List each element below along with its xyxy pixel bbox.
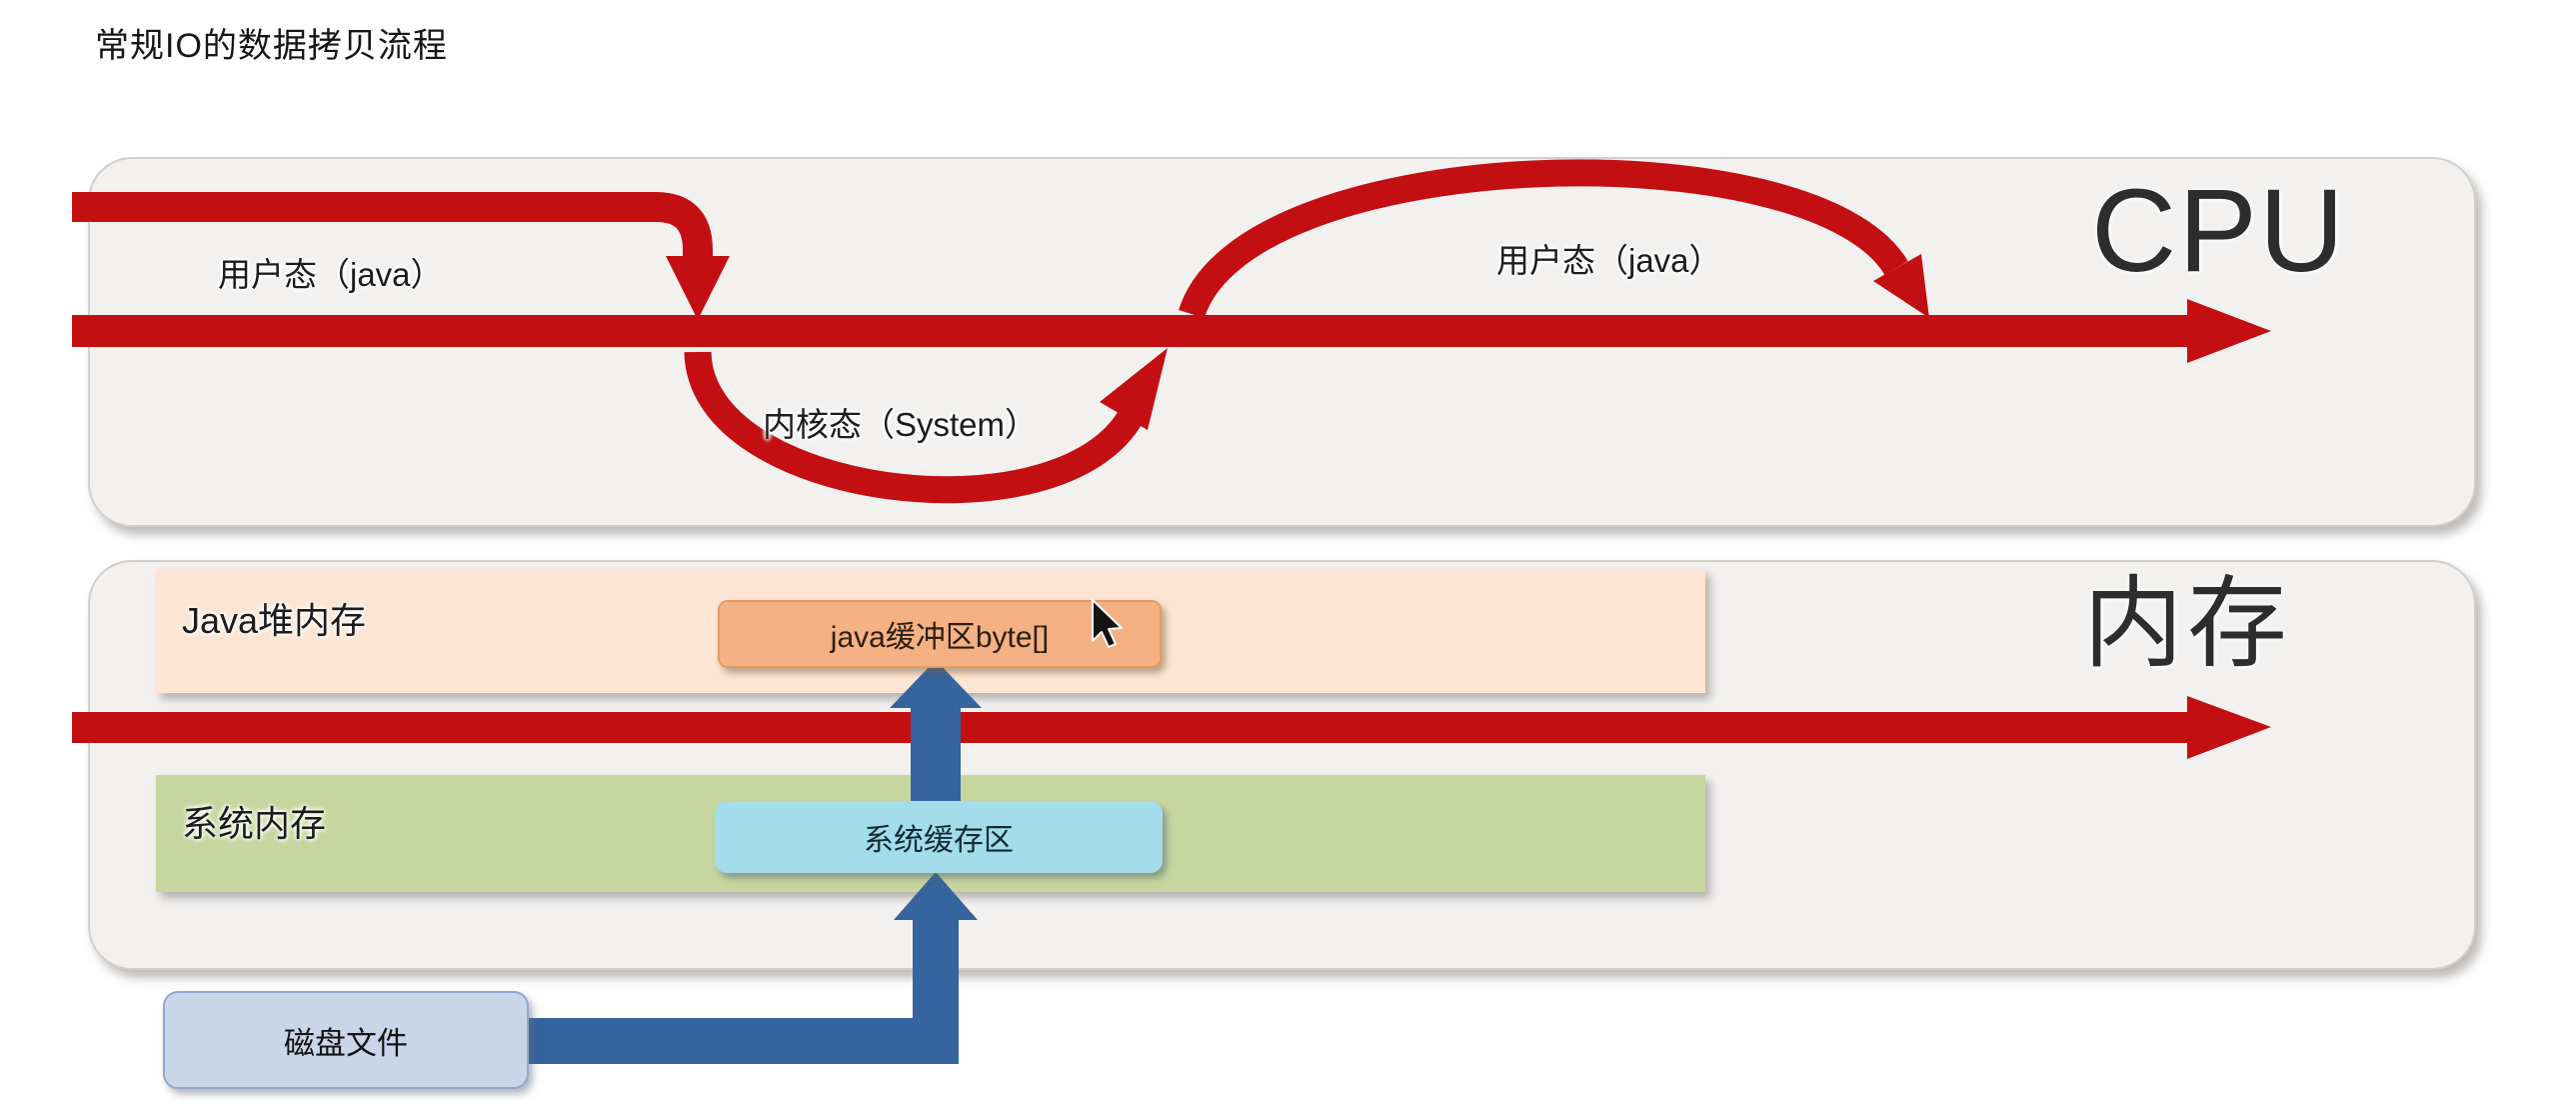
system-buffer-box: 系统缓存区 — [715, 801, 1163, 873]
user-arc-arrow — [1179, 159, 1929, 319]
user-mode-right-label: 用户态（java） — [1496, 242, 1722, 279]
kernel-mode-label: 内核态（System） — [763, 406, 1039, 443]
java-buffer-box: java缓冲区byte[] — [718, 600, 1162, 668]
disk-file-box: 磁盘文件 — [163, 991, 529, 1089]
system-memory-label: 系统内存 — [182, 803, 327, 844]
kernel-arc-arrow — [684, 348, 1168, 504]
page-title: 常规IO的数据拷贝流程 — [95, 27, 448, 65]
cpu-panel-title: CPU — [2091, 165, 2347, 297]
system-buffer-label: 系统缓存区 — [864, 824, 1014, 857]
memory-main-arrow — [72, 696, 2271, 759]
java-buffer-label: java缓冲区byte[] — [830, 621, 1050, 654]
disk-read-arrow — [525, 872, 978, 1064]
user-mode-left-label: 用户态（java） — [218, 256, 444, 293]
memory-panel-title: 内存 — [2083, 568, 2291, 680]
cpu-main-arrow — [72, 299, 2271, 363]
user-to-kernel-arrow — [72, 192, 730, 320]
disk-file-label: 磁盘文件 — [284, 1025, 408, 1061]
java-heap-label: Java堆内存 — [182, 600, 367, 641]
buffer-copy-arrow — [890, 660, 982, 806]
